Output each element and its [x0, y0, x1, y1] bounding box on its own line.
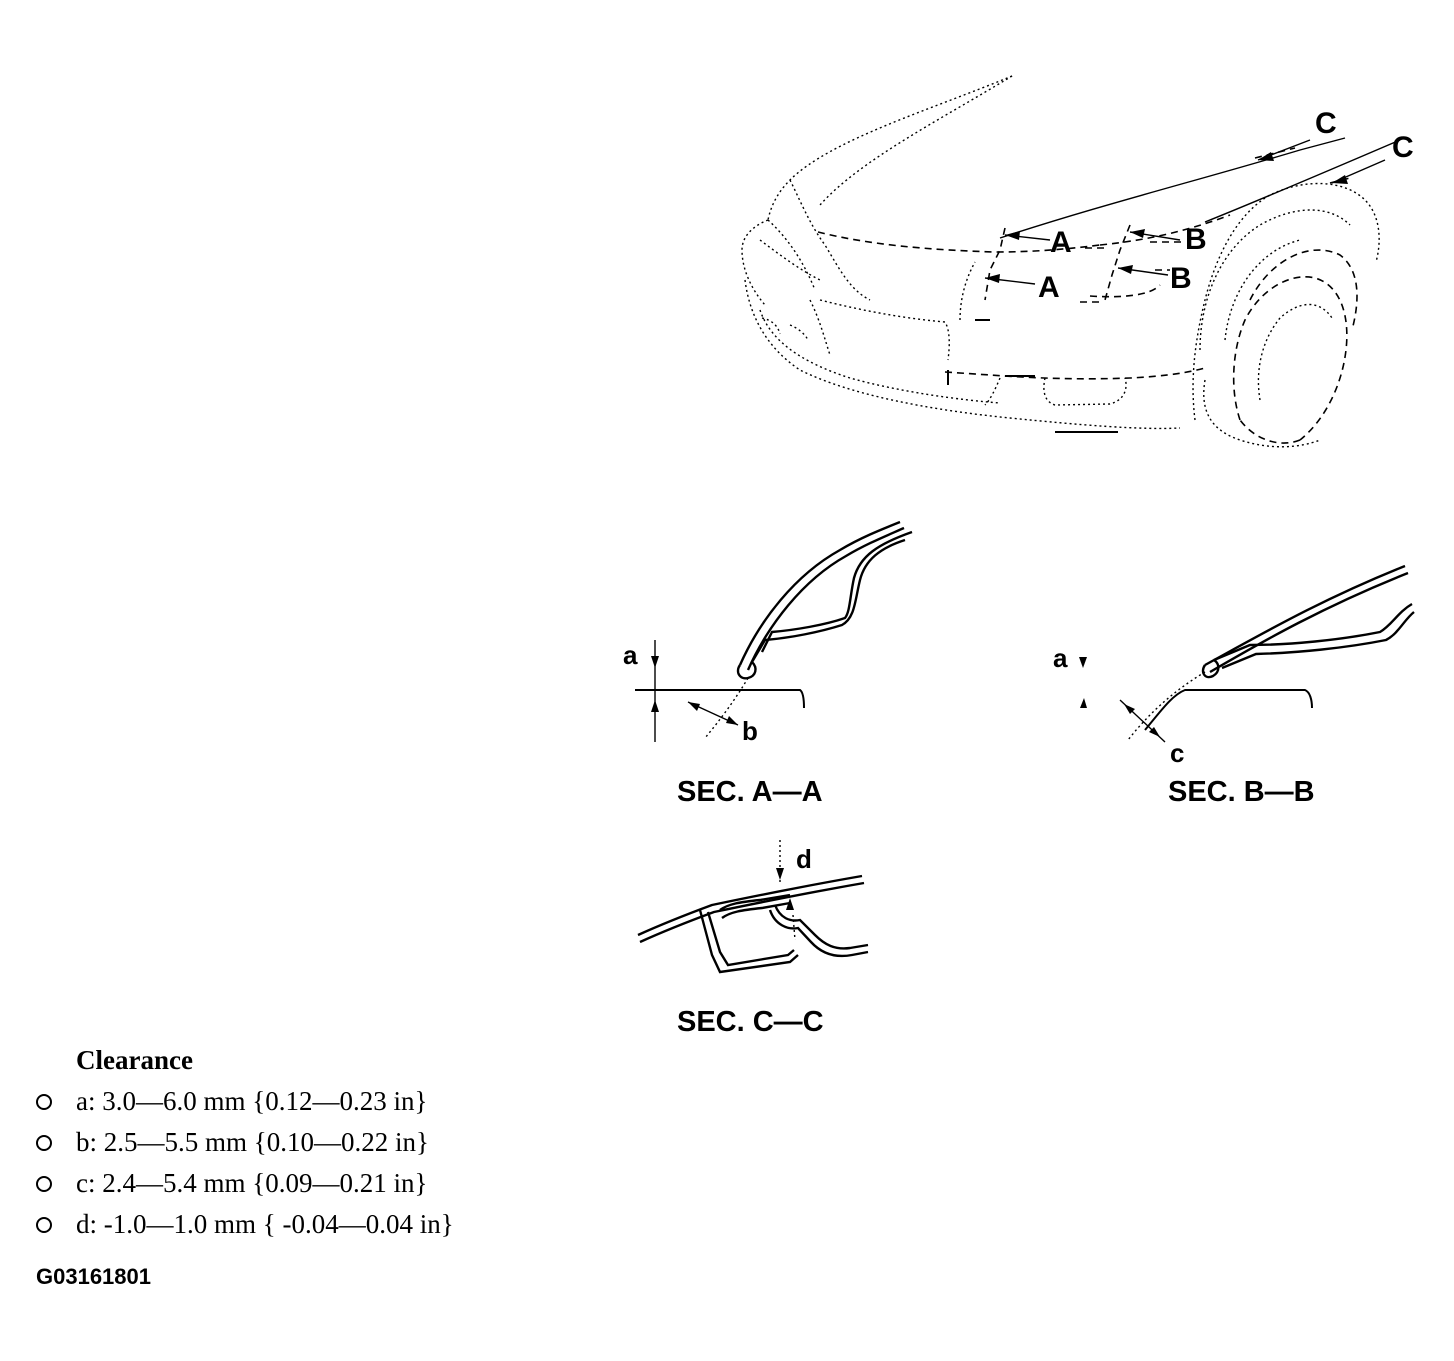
section-bb-dim-c-label: c	[1170, 738, 1184, 768]
bullet-icon	[36, 1093, 52, 1110]
bullet-icon	[36, 1134, 52, 1151]
bullet-icon	[36, 1216, 52, 1233]
section-aa-dim-a-label: a	[623, 640, 638, 670]
clearance-item-a: a: 3.0—6.0 mm {0.12—0.23 in}	[36, 1081, 454, 1122]
clearance-spec-list: Clearance a: 3.0—6.0 mm {0.12—0.23 in} b…	[36, 1040, 454, 1245]
clearance-item-d-text: d: -1.0—1.0 mm { -0.04—0.04 in}	[76, 1209, 454, 1239]
callout-a-lower: A	[1038, 271, 1060, 304]
section-aa-title: SEC. A—A	[677, 776, 823, 808]
clearance-item-b-text: b: 2.5—5.5 mm {0.10—0.22 in}	[76, 1127, 429, 1157]
section-bb-dim-a-label: a	[1053, 643, 1068, 673]
section-c-c: d SEC. C—C	[637, 840, 869, 1038]
clearance-item-c-text: c: 2.4—5.4 mm {0.09—0.21 in}	[76, 1168, 428, 1198]
clearance-heading: Clearance	[76, 1045, 193, 1075]
figure-code: G03161801	[36, 1264, 151, 1289]
clearance-item-d: d: -1.0—1.0 mm { -0.04—0.04 in}	[36, 1204, 454, 1245]
callout-c-left: C	[1315, 107, 1337, 140]
clearance-item-b: b: 2.5—5.5 mm {0.10—0.22 in}	[36, 1122, 454, 1163]
section-b-b: a c SEC. B—B	[1053, 564, 1415, 808]
callout-b-upper: B	[1185, 223, 1207, 256]
section-a-a: a b SEC. A—A	[623, 520, 913, 808]
section-cc-dim-d-label: d	[796, 844, 812, 874]
section-bb-title: SEC. B—B	[1168, 776, 1315, 808]
callout-a-upper: A	[1050, 226, 1072, 259]
section-aa-dim-b-label: b	[742, 716, 758, 746]
section-cc-title: SEC. C—C	[677, 1006, 824, 1038]
callout-b-lower: B	[1170, 262, 1192, 295]
clearance-item-c: c: 2.4—5.4 mm {0.09—0.21 in}	[36, 1163, 454, 1204]
bullet-icon	[36, 1175, 52, 1192]
callout-c-right: C	[1392, 131, 1414, 164]
clearance-item-a-text: a: 3.0—6.0 mm {0.12—0.23 in}	[76, 1086, 428, 1116]
car-front-illustration: A A B B C C	[741, 75, 1414, 448]
